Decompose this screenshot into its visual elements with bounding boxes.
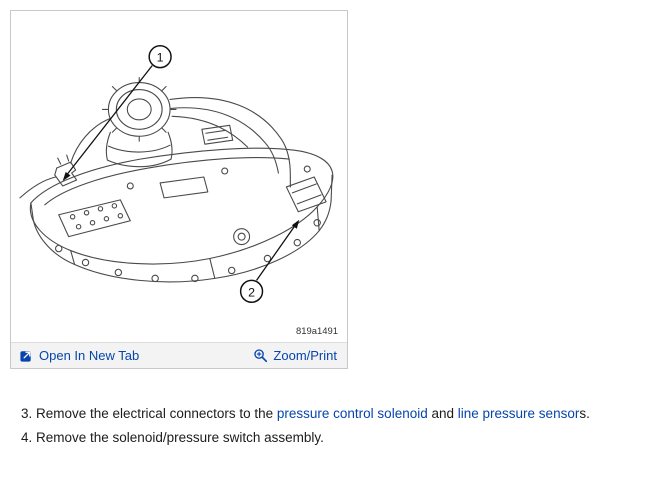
- valve-body-diagram: 1 2 819a1491: [19, 45, 338, 337]
- callout-1: 1: [62, 45, 172, 181]
- callout-1-arrowhead: [62, 172, 71, 181]
- step-3-middle: and: [427, 406, 458, 421]
- callout-2: 2: [239, 219, 300, 303]
- connector-tower: [101, 77, 177, 168]
- figure-image: 1 2 819a1491: [11, 11, 347, 342]
- callout-2-circle: [239, 279, 264, 303]
- zoom-magnifier-icon: [254, 349, 268, 363]
- step-3: 3. Remove the electrical connectors to t…: [21, 404, 645, 423]
- figure-code: 819a1491: [296, 326, 338, 337]
- callout-2-number: 2: [248, 285, 255, 299]
- callout-1-arrow: [66, 65, 153, 176]
- figure-panel: 1 2 819a1491 Open In New Tab: [10, 10, 348, 369]
- open-in-new-tab-link[interactable]: Open In New Tab: [19, 348, 139, 363]
- right-connector: [285, 176, 327, 213]
- zoom-print-label: Zoom/Print: [273, 348, 337, 363]
- zoom-print-link[interactable]: Zoom/Print: [253, 348, 337, 363]
- step-3-prefix: 3. Remove the electrical connectors to t…: [21, 406, 277, 421]
- open-in-new-tab-label: Open In New Tab: [39, 348, 140, 363]
- pressure-control-solenoid-link[interactable]: pressure control solenoid: [276, 406, 428, 421]
- left-connector: [54, 154, 78, 187]
- callout-1-circle: [148, 45, 172, 69]
- wiring-harness: [19, 97, 291, 199]
- open-in-new-tab-icon: [20, 351, 31, 362]
- callout-1-number: 1: [157, 51, 164, 65]
- valve-body-outline: [29, 124, 334, 283]
- callout-2-arrow: [256, 223, 297, 281]
- figure-toolbar: Open In New Tab Zoom/Print: [11, 342, 347, 368]
- step-3-suffix: s.: [579, 406, 590, 421]
- callout-2-arrowhead: [291, 219, 300, 229]
- line-pressure-sensor-link[interactable]: line pressure sensor: [457, 406, 580, 421]
- step-4: 4. Remove the solenoid/pressure switch a…: [21, 430, 324, 445]
- instructions: 3. Remove the electrical connectors to t…: [21, 404, 645, 452]
